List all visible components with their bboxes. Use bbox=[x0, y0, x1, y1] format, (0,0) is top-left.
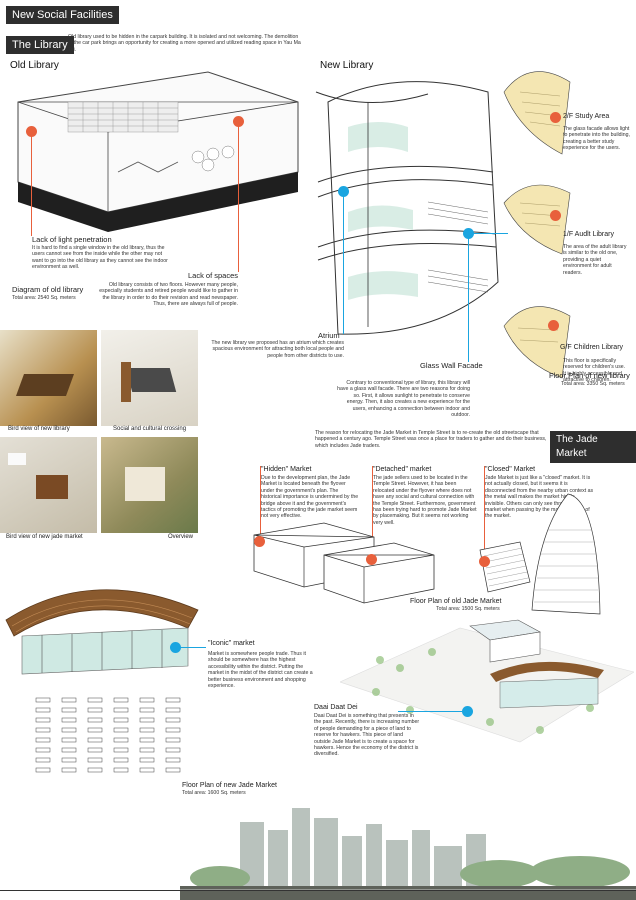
space-leader bbox=[238, 126, 239, 272]
photo-bird-view-library bbox=[0, 330, 97, 426]
lack-light-text: It is hard to find a single window in th… bbox=[32, 245, 168, 271]
iconic-text: Market is somewhere people trade. Thus i… bbox=[208, 651, 313, 690]
photo-overview bbox=[101, 437, 198, 533]
old-jade-plan-small bbox=[479, 541, 531, 593]
closed-title: "Closed" Market bbox=[485, 466, 536, 473]
children-text: This floor is specifically reserved for … bbox=[563, 358, 626, 384]
new-jade-plan-title: Floor Plan of new Jade Market bbox=[182, 782, 277, 789]
new-jade-plan-area: Total area: 1600 Sq. meters bbox=[182, 790, 246, 796]
old-diagram-area: Total area: 2540 Sq. meters bbox=[12, 295, 76, 301]
adult-library-plan bbox=[503, 184, 571, 255]
bottom-rule bbox=[0, 890, 636, 891]
light-marker bbox=[26, 126, 37, 137]
old-jade-plan-title: Floor Plan of old Jade Market bbox=[410, 598, 502, 605]
closed-marker bbox=[479, 556, 490, 567]
photo-social-crossing bbox=[101, 330, 198, 426]
adult-text: The area of the adult library is similar… bbox=[563, 244, 627, 276]
iconic-leader bbox=[180, 647, 206, 648]
skyline-strip bbox=[180, 800, 636, 900]
library-band: The Library bbox=[6, 36, 74, 54]
lack-space-title: Lack of spaces bbox=[188, 271, 239, 280]
daai-text: Daai Daat Dei is something that presents… bbox=[314, 713, 420, 758]
daai-marker bbox=[462, 706, 473, 717]
iconic-marker bbox=[170, 642, 181, 653]
caption-overview: Overview bbox=[168, 534, 194, 540]
children-title: G/F Children Library bbox=[560, 344, 624, 351]
new-plan-title: Floor Plan of new library bbox=[549, 371, 630, 380]
new-jade-plan-grid bbox=[35, 697, 181, 773]
hidden-title: "Hidden" Market bbox=[261, 466, 312, 473]
daai-leader bbox=[398, 711, 462, 712]
library-intro: Old library used to be hidden in the car… bbox=[68, 34, 301, 53]
glass-text: Contrary to conventional type of library… bbox=[337, 380, 470, 419]
glass-leader bbox=[468, 238, 469, 362]
glass-leader-h bbox=[468, 233, 508, 234]
site-render bbox=[340, 619, 634, 743]
hidden-marker bbox=[254, 536, 265, 547]
detached-text: The jade sellers used to be located in t… bbox=[373, 475, 477, 526]
glass-title: Glass Wall Facade bbox=[420, 361, 483, 370]
hidden-leader bbox=[260, 466, 261, 540]
old-jade-market-drawing bbox=[253, 522, 435, 604]
atrium-title: Atrium bbox=[318, 331, 340, 340]
old-library-title: Old Library bbox=[10, 60, 59, 71]
new-plan-area: Total area: 3350 Sq. meters bbox=[561, 381, 625, 387]
new-library-title: New Library bbox=[320, 60, 374, 71]
adult-marker bbox=[550, 210, 561, 221]
adult-title: 1/F Audlt Library bbox=[563, 231, 614, 238]
caption-bird-view-jade: Bird view of new jade market bbox=[6, 534, 83, 540]
study-marker bbox=[550, 112, 561, 123]
lack-light-title: Lack of light penetration bbox=[32, 235, 112, 244]
iconic-market-canopy bbox=[5, 589, 199, 675]
caption-bird-view-library: Bird view of new library bbox=[8, 426, 70, 432]
closed-leader bbox=[484, 466, 485, 562]
atrium-text: The new library we proposed has an atriu… bbox=[211, 340, 344, 359]
daai-title: Daai Daat Dei bbox=[314, 704, 358, 711]
jade-band: The Jade Market bbox=[550, 431, 636, 463]
iconic-title: "Iconic" market bbox=[208, 640, 255, 647]
new-library-section bbox=[315, 81, 499, 335]
space-marker bbox=[233, 116, 244, 127]
detached-title: "Detached" market bbox=[373, 466, 432, 473]
atrium-leader bbox=[343, 196, 344, 334]
photo-bird-view-jade bbox=[0, 437, 97, 533]
old-diagram-title: Diagram of old library bbox=[12, 285, 84, 294]
hidden-text: Due to the development plan, the Jade Ma… bbox=[261, 475, 359, 520]
caption-social-crossing: Social and cultural crossing bbox=[113, 426, 187, 432]
light-leader bbox=[31, 136, 32, 236]
lack-space-text: Old library consists of two floors. Howe… bbox=[99, 282, 238, 308]
closed-text: Jade Market is just like a "closed" mark… bbox=[485, 475, 594, 520]
study-text: The glass facade allows light to penetra… bbox=[563, 126, 630, 152]
detached-marker bbox=[366, 554, 377, 565]
detached-leader bbox=[372, 466, 373, 558]
children-marker bbox=[548, 320, 559, 331]
study-title: 2/F Study Area bbox=[563, 113, 610, 120]
jade-intro: The reason for relocating the Jade Marke… bbox=[315, 430, 547, 449]
old-jade-plan-area: Total area: 1500 Sq. meters bbox=[436, 606, 500, 612]
page-title: New Social Facilities bbox=[6, 6, 119, 24]
atrium-marker bbox=[338, 186, 349, 197]
old-library-axonometric bbox=[17, 71, 299, 232]
new-jade-plan-tall bbox=[531, 493, 601, 615]
